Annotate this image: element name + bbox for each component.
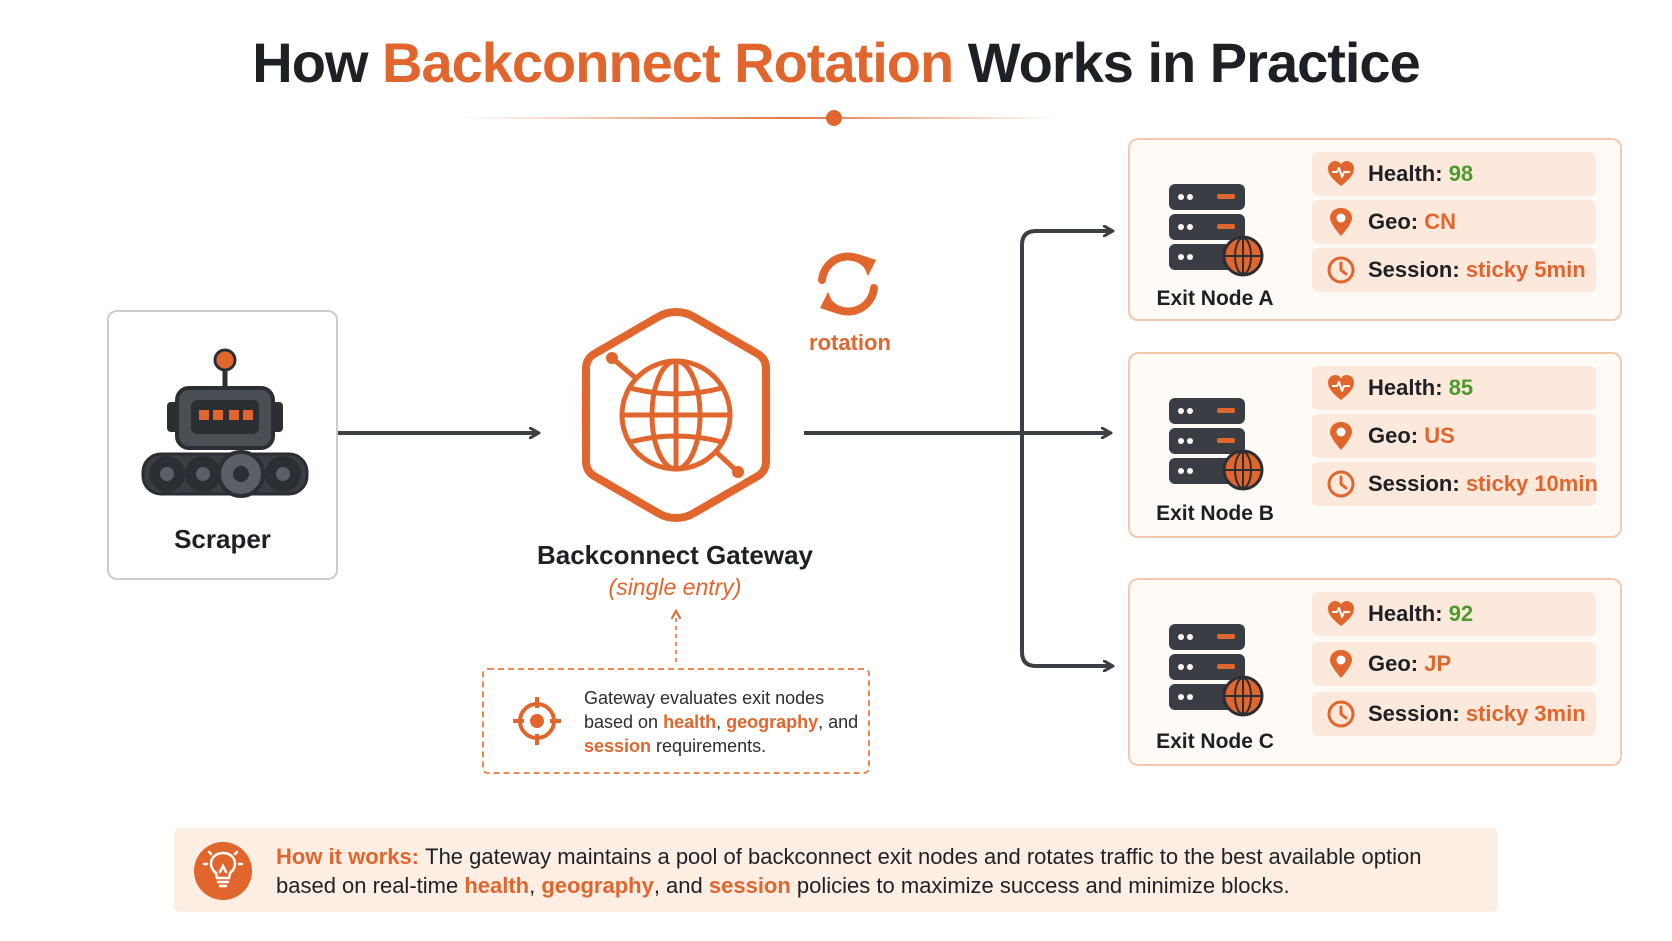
session-label: Session: bbox=[1368, 257, 1466, 282]
rotation-label: rotation bbox=[809, 330, 891, 355]
exit-node-name: Exit Node A bbox=[1156, 287, 1274, 310]
how-it-works-health: health bbox=[464, 873, 530, 898]
exit-node-a-card: Exit Node A Health: 98 Geo: CN Session: … bbox=[1128, 138, 1622, 321]
session-label: Session: bbox=[1368, 701, 1466, 726]
exit-node-name: Exit Node B bbox=[1156, 502, 1274, 525]
title-divider bbox=[460, 117, 1060, 119]
scraper-card: Scraper bbox=[107, 310, 338, 580]
evaluation-text-2: , bbox=[716, 712, 727, 732]
map-pin-icon bbox=[1330, 650, 1352, 678]
session-value: sticky 10min bbox=[1465, 471, 1598, 496]
title-part-3: Works in Practice bbox=[953, 31, 1421, 94]
health-row: Health: 92 bbox=[1312, 592, 1596, 636]
how-it-works-lead: How it works: bbox=[276, 844, 426, 869]
geo-value: CN bbox=[1424, 209, 1457, 234]
title-accent: Backconnect Rotation bbox=[382, 31, 954, 94]
health-value: 85 bbox=[1448, 375, 1474, 400]
heart-pulse-icon bbox=[1328, 375, 1354, 400]
robot-icon bbox=[141, 348, 309, 498]
health-value: 92 bbox=[1448, 601, 1474, 626]
map-pin-icon bbox=[1330, 208, 1352, 236]
lightbulb-icon bbox=[194, 842, 252, 900]
session-row: Session: sticky 3min bbox=[1312, 692, 1596, 736]
evaluation-text-4: requirements. bbox=[651, 736, 767, 756]
session-value: sticky 5min bbox=[1465, 257, 1586, 282]
exit-node-b-card: Exit Node B Health: 85 Geo: US Session: … bbox=[1128, 352, 1622, 538]
geo-label: Geo: bbox=[1368, 209, 1425, 234]
exit-node-name: Exit Node C bbox=[1156, 730, 1274, 753]
geo-label: Geo: bbox=[1368, 423, 1425, 448]
how-it-works-text: How it works: The gateway maintains a po… bbox=[276, 842, 1476, 900]
evaluation-text: Gateway evaluates exit nodes based on he… bbox=[584, 686, 864, 758]
evaluation-text-3: , and bbox=[818, 712, 859, 732]
evaluation-health: health bbox=[663, 712, 717, 732]
how-it-works-session: session bbox=[708, 873, 791, 898]
health-row: Health: 85 bbox=[1312, 366, 1596, 410]
server-globe-icon bbox=[1169, 398, 1264, 491]
evaluation-session: session bbox=[584, 736, 652, 756]
geo-value: US bbox=[1424, 423, 1455, 448]
heart-pulse-icon bbox=[1328, 601, 1354, 626]
server-globe-icon bbox=[1169, 624, 1264, 717]
session-label: Session: bbox=[1368, 471, 1466, 496]
how-it-works-text-3: , and bbox=[653, 873, 709, 898]
how-it-works-geography: geography bbox=[541, 873, 654, 898]
title-divider-dot bbox=[826, 110, 842, 126]
target-crosshair-icon bbox=[513, 697, 561, 745]
geo-row: Geo: JP bbox=[1312, 642, 1596, 686]
clock-icon bbox=[1327, 700, 1355, 728]
how-it-works-banner: How it works: The gateway maintains a po… bbox=[174, 828, 1498, 912]
geo-label: Geo: bbox=[1368, 651, 1425, 676]
health-label: Health: bbox=[1368, 601, 1449, 626]
server-globe-icon bbox=[1169, 184, 1264, 277]
how-it-works-text-2: , bbox=[529, 873, 542, 898]
geo-row: Geo: CN bbox=[1312, 200, 1596, 244]
map-pin-icon bbox=[1330, 422, 1352, 450]
health-label: Health: bbox=[1368, 161, 1449, 186]
geo-value: JP bbox=[1424, 651, 1452, 676]
evaluation-geography: geography bbox=[726, 712, 819, 732]
clock-icon bbox=[1327, 256, 1355, 284]
title-part-1: How bbox=[252, 31, 383, 94]
health-label: Health: bbox=[1368, 375, 1449, 400]
page-title: How Backconnect Rotation Works in Practi… bbox=[0, 30, 1672, 95]
branch-line bbox=[1020, 229, 1110, 668]
globe-hexagon-icon bbox=[568, 303, 784, 527]
geo-row: Geo: US bbox=[1312, 414, 1596, 458]
gateway-sublabel: (single entry) bbox=[608, 574, 742, 600]
health-row: Health: 98 bbox=[1312, 152, 1596, 196]
how-it-works-text-1: The gateway maintains a pool of backconn… bbox=[276, 844, 1422, 898]
scraper-label: Scraper bbox=[174, 524, 271, 554]
health-value: 98 bbox=[1448, 161, 1474, 186]
rotation-arrows-icon bbox=[818, 252, 878, 316]
session-value: sticky 3min bbox=[1465, 701, 1586, 726]
clock-icon bbox=[1327, 470, 1355, 498]
evaluation-text-1: Gateway evaluates exit nodes based on bbox=[584, 688, 825, 732]
session-row: Session: sticky 10min bbox=[1312, 462, 1598, 506]
exit-node-c-card: Exit Node C Health: 92 Geo: JP Session: … bbox=[1128, 578, 1622, 766]
how-it-works-text-4: policies to maximize success and minimiz… bbox=[790, 873, 1290, 898]
gateway-label: Backconnect Gateway bbox=[536, 540, 813, 570]
heart-pulse-icon bbox=[1328, 161, 1354, 186]
session-row: Session: sticky 5min bbox=[1312, 248, 1596, 292]
evaluation-note: Gateway evaluates exit nodes based on he… bbox=[482, 668, 870, 774]
